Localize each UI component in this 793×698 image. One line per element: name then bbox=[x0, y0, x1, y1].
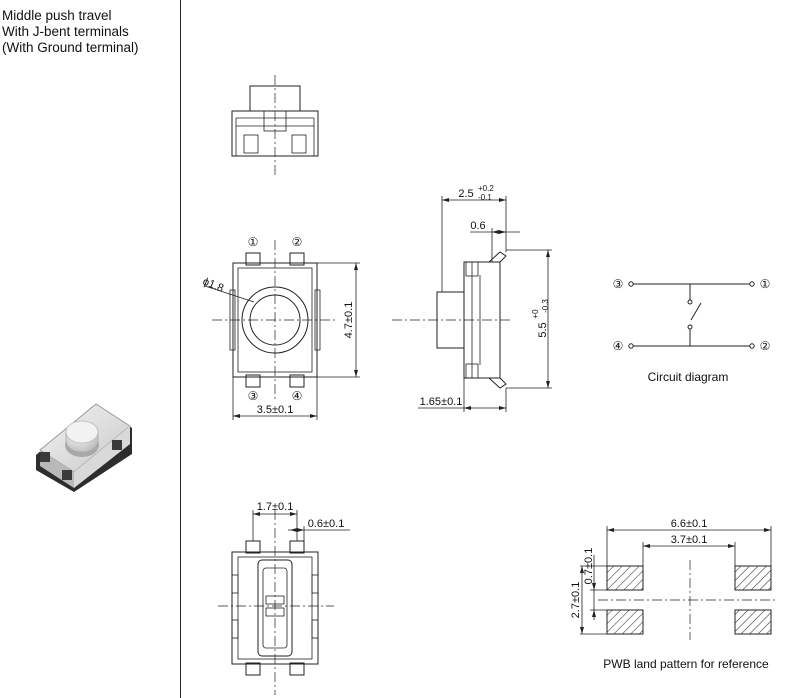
side-view bbox=[392, 196, 552, 412]
depth-dim: 2.5 bbox=[458, 188, 473, 200]
total-height-dim: 2.7±0.1 bbox=[570, 582, 582, 619]
depth-tol-upper: +0.2 bbox=[478, 184, 494, 193]
terminal-label: ① bbox=[248, 235, 259, 249]
inner-width-dim: 3.7±0.1 bbox=[671, 534, 708, 546]
circuit-terminal: ④ bbox=[613, 339, 624, 353]
circuit-terminal: ① bbox=[760, 277, 771, 291]
circuit-caption: Circuit diagram bbox=[648, 370, 729, 384]
terminal-label: ④ bbox=[292, 389, 303, 403]
pad-height-dim: 0.7±0.1 bbox=[583, 548, 595, 585]
hole-diameter-dim: ϕ1.8 bbox=[201, 276, 225, 295]
terminal-label: ③ bbox=[248, 389, 259, 403]
bottom-view bbox=[218, 510, 350, 695]
top-view bbox=[231, 75, 319, 175]
product-description: Middle push travel With J-bent terminals… bbox=[2, 8, 139, 56]
product-photo bbox=[36, 403, 132, 492]
land-pattern-caption: PWB land pattern for reference bbox=[603, 657, 769, 671]
circuit-diagram bbox=[628, 281, 755, 349]
width-dim: 3.5±0.1 bbox=[257, 404, 294, 416]
height-tol-lower: -0.3 bbox=[541, 299, 550, 313]
circuit-terminal: ② bbox=[760, 339, 771, 353]
bottom-dim: 1.65±0.1 bbox=[420, 396, 463, 408]
width-dim: 1.7±0.1 bbox=[257, 501, 294, 513]
terminal-label: ② bbox=[292, 235, 303, 249]
offset-dim: 0.6 bbox=[470, 220, 485, 232]
height-dim: 5.5 bbox=[537, 322, 549, 337]
height-dim: 4.7±0.1 bbox=[343, 302, 355, 339]
land-pattern bbox=[580, 526, 778, 640]
front-view bbox=[204, 240, 360, 420]
overall-width-dim: 6.6±0.1 bbox=[671, 518, 708, 530]
circuit-terminal: ③ bbox=[613, 277, 624, 291]
product-info-panel: Middle push travel With J-bent terminals… bbox=[0, 0, 181, 698]
description-line: Middle push travel bbox=[2, 8, 112, 23]
depth-tol-lower: -0.1 bbox=[478, 193, 492, 202]
description-line: (With Ground terminal) bbox=[2, 40, 139, 55]
description-line: With J-bent terminals bbox=[2, 24, 129, 39]
terminal-width-dim: 0.6±0.1 bbox=[308, 518, 345, 530]
height-tol-upper: +0 bbox=[531, 309, 540, 319]
